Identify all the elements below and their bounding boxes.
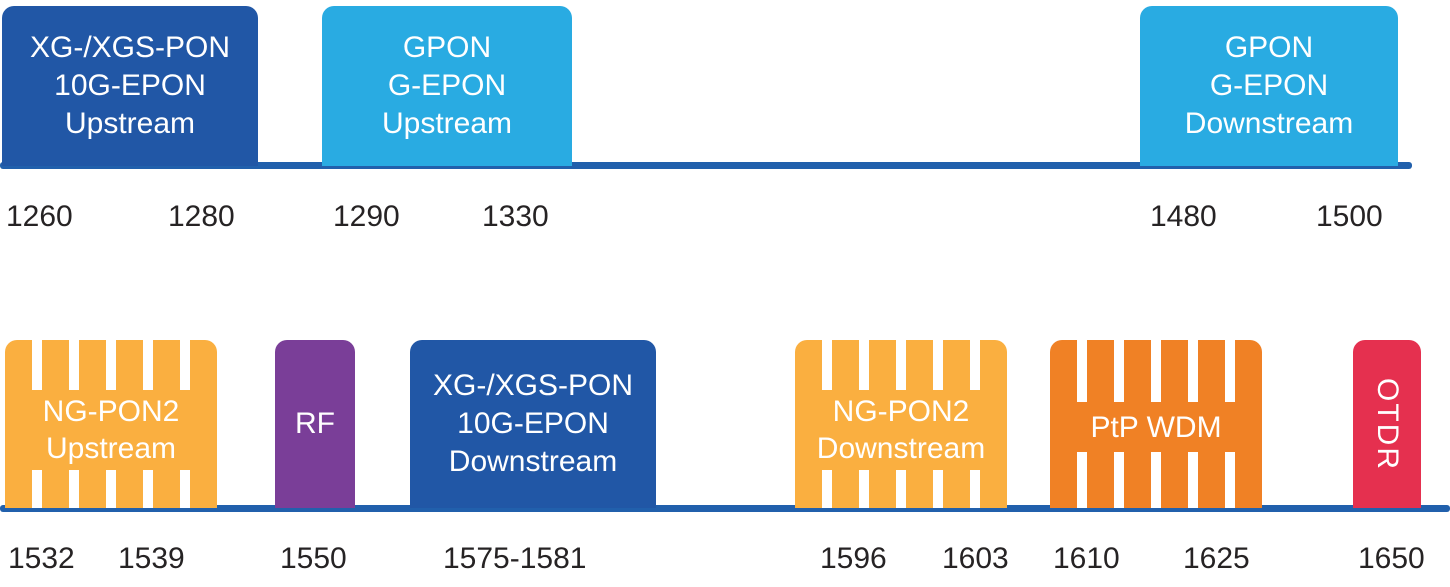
band-label: XG-/XGS-PON 10G-EPON Downstream xyxy=(410,340,656,508)
band-label: NG-PON2 Upstream xyxy=(5,390,217,470)
tick-1650: 1650 xyxy=(1358,542,1425,575)
band-label-line: Upstream xyxy=(45,432,177,465)
band-label-line: PtP WDM xyxy=(1090,410,1222,444)
band-label-line: OTDR xyxy=(1371,377,1404,471)
band-ptp-wdm: PtP WDM xyxy=(1050,340,1262,508)
band-label-line: NG-PON2 xyxy=(832,395,970,428)
tick-1539: 1539 xyxy=(118,542,185,575)
tick-1550: 1550 xyxy=(280,542,347,575)
band-ng-pon2-upstream: NG-PON2 Upstream xyxy=(5,340,217,508)
tick-1610: 1610 xyxy=(1053,542,1120,575)
tick-1330: 1330 xyxy=(482,200,549,233)
band-label-line: 10G-EPON xyxy=(457,407,609,440)
bottom-axis-line xyxy=(0,505,1450,512)
tick-1625: 1625 xyxy=(1183,542,1250,575)
tick-1532: 1532 xyxy=(8,542,75,575)
band-label: PtP WDM xyxy=(1050,402,1262,452)
band-label-line: G-EPON xyxy=(1209,69,1329,102)
band-label-line: G-EPON xyxy=(387,69,507,102)
band-label: XG-/XGS-PON 10G-EPON Upstream xyxy=(2,6,258,166)
band-gpon-downstream: GPON G-EPON Downstream xyxy=(1140,6,1398,166)
tick-1260: 1260 xyxy=(6,200,73,233)
tick-1290: 1290 xyxy=(333,200,400,233)
band-label-line: Downstream xyxy=(816,432,986,465)
tick-1500: 1500 xyxy=(1316,200,1383,233)
band-ng-pon2-downstream: NG-PON2 Downstream xyxy=(795,340,1007,508)
tick-1575-1581: 1575-1581 xyxy=(443,542,587,575)
band-label-line: GPON xyxy=(1224,31,1314,64)
band-xg-xgs-pon-upstream: XG-/XGS-PON 10G-EPON Upstream xyxy=(2,6,258,166)
band-label-line: Upstream xyxy=(64,107,196,140)
band-label: OTDR xyxy=(1353,340,1421,508)
band-label: NG-PON2 Downstream xyxy=(795,390,1007,470)
band-label-line: GPON xyxy=(402,31,492,64)
band-label-line: Upstream xyxy=(381,107,513,140)
band-otdr: OTDR xyxy=(1353,340,1421,508)
band-label-line: 10G-EPON xyxy=(54,69,206,102)
band-label: GPON G-EPON Upstream xyxy=(322,6,572,166)
top-axis-line xyxy=(0,162,1412,169)
tick-1596: 1596 xyxy=(820,542,887,575)
tick-1603: 1603 xyxy=(942,542,1009,575)
band-rf: RF xyxy=(275,340,355,508)
band-label-line: NG-PON2 xyxy=(42,395,180,428)
tick-1480: 1480 xyxy=(1150,200,1217,233)
band-label: RF xyxy=(275,340,355,508)
band-label-line: Downstream xyxy=(448,445,618,478)
band-label: GPON G-EPON Downstream xyxy=(1140,6,1398,166)
band-label-line: Downstream xyxy=(1184,107,1354,140)
band-label-line: XG-/XGS-PON xyxy=(432,369,634,402)
tick-1280: 1280 xyxy=(168,200,235,233)
band-label-line: RF xyxy=(295,407,335,440)
band-xg-xgs-pon-downstream: XG-/XGS-PON 10G-EPON Downstream xyxy=(410,340,656,508)
band-gpon-upstream: GPON G-EPON Upstream xyxy=(322,6,572,166)
band-label-line: XG-/XGS-PON xyxy=(29,31,231,64)
